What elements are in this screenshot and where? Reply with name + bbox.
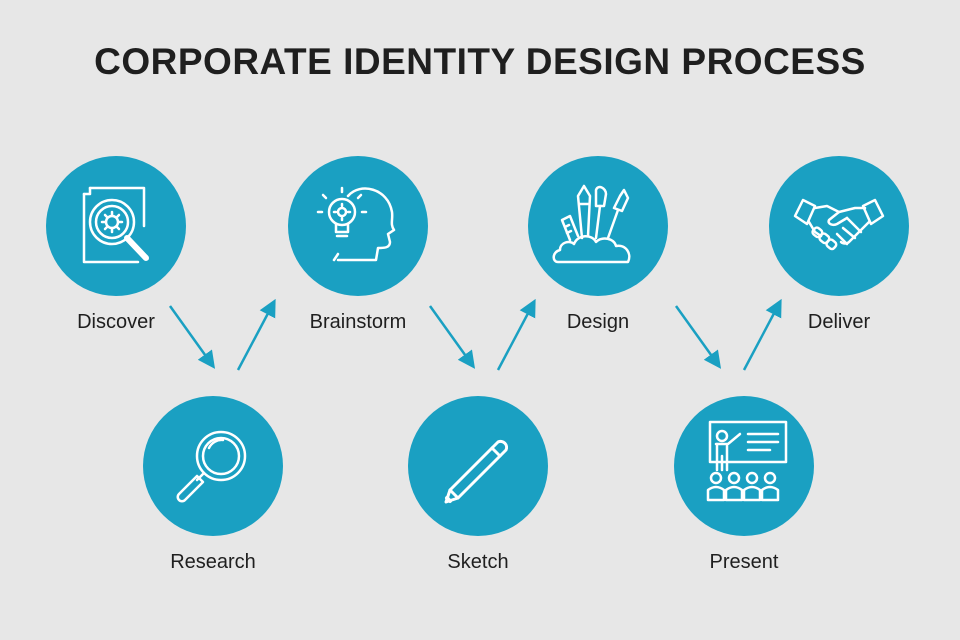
brainstorm-circle xyxy=(288,156,428,296)
pencil-icon xyxy=(444,439,509,504)
step-label-sketch: Sketch xyxy=(447,551,509,573)
step-label-brainstorm: Brainstorm xyxy=(309,311,407,333)
deliver-circle xyxy=(769,156,909,296)
design-circle xyxy=(528,156,668,296)
document-search-gear-icon xyxy=(82,186,149,264)
discover-circle xyxy=(46,156,186,296)
magnifying-glass-icon xyxy=(176,430,247,503)
step-label-design: Design xyxy=(566,311,630,333)
page-title: CORPORATE IDENTITY DESIGN PROCESS xyxy=(94,41,866,82)
head-lightbulb-icon xyxy=(316,186,396,262)
presentation-icon xyxy=(706,420,788,502)
step-present: Present xyxy=(654,396,834,575)
research-circle xyxy=(143,396,283,536)
step-research: Research xyxy=(123,396,303,575)
step-design: Design xyxy=(508,156,688,335)
art-tools-icon xyxy=(552,184,631,264)
step-brainstorm: Brainstorm xyxy=(268,156,448,335)
handshake-icon xyxy=(793,198,885,251)
present-circle xyxy=(674,396,814,536)
step-label-research: Research xyxy=(170,551,256,573)
step-discover: Discover xyxy=(26,156,206,335)
step-sketch: Sketch xyxy=(388,396,568,575)
step-label-discover: Discover xyxy=(77,311,155,333)
step-deliver: Deliver xyxy=(749,156,929,335)
step-label-present: Present xyxy=(709,551,779,573)
step-label-deliver: Deliver xyxy=(807,311,871,333)
sketch-circle xyxy=(408,396,548,536)
